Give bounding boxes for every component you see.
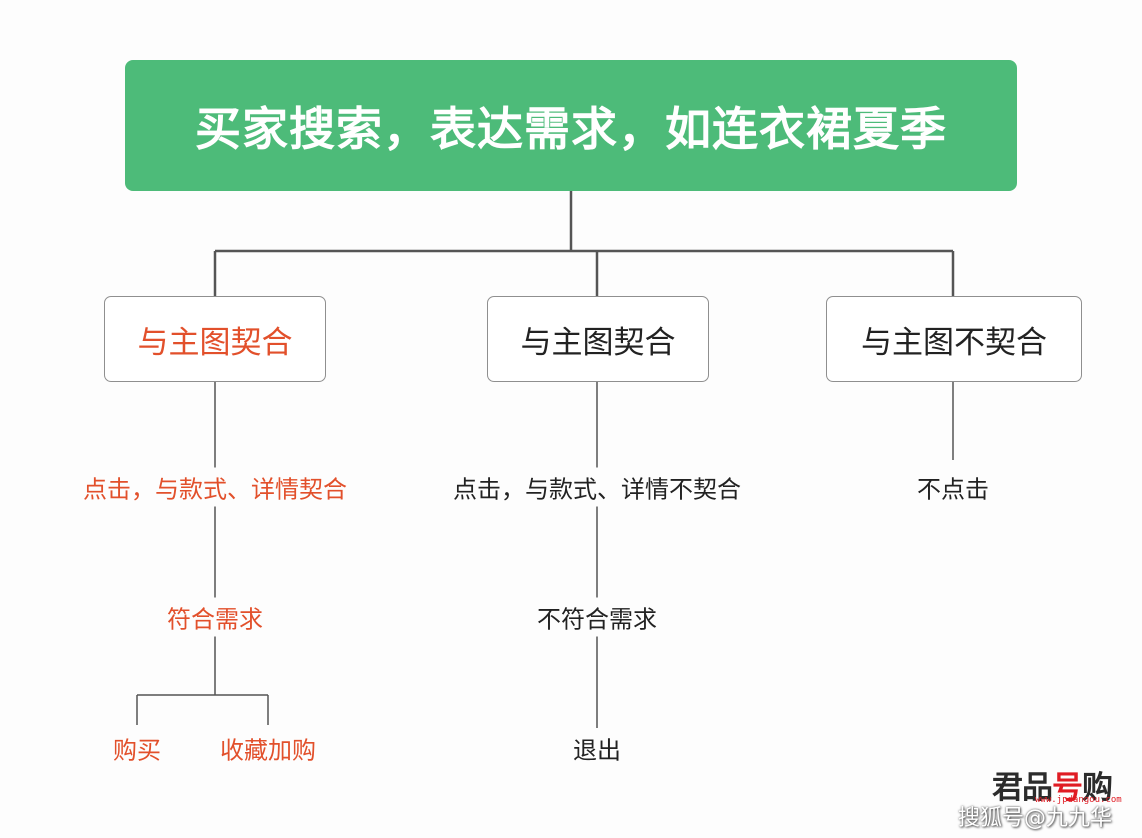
- outcome-buy: 购买: [107, 728, 167, 768]
- branch-1-node: 与主图契合: [104, 296, 326, 382]
- branch-1-step-need: 符合需求: [161, 597, 269, 637]
- watermark: 搜狐号@九九华: [958, 806, 1113, 831]
- logo-text-c: 购: [1082, 770, 1113, 806]
- logo-url: www.jpdangou.com: [1035, 795, 1122, 805]
- branch-2-step-need: 不符合需求: [531, 597, 663, 637]
- branch-2-node: 与主图契合: [487, 296, 709, 382]
- branch-2-step-exit: 退出: [567, 728, 627, 768]
- logo-text-a: 君品: [992, 770, 1053, 806]
- branch-1-step-click: 点击，与款式、详情契合: [77, 467, 353, 507]
- root-node: 买家搜索，表达需求，如连衣裙夏季: [125, 60, 1017, 191]
- logo-text-b: 号: [1052, 770, 1083, 806]
- root-title: 买家搜索，表达需求，如连衣裙夏季: [195, 101, 947, 156]
- branch-3-step-noclick: 不点击: [911, 467, 995, 507]
- outcome-favorite: 收藏加购: [214, 728, 322, 768]
- branch-3-node: 与主图不契合: [826, 296, 1082, 382]
- branch-2-step-click: 点击，与款式、详情不契合: [447, 467, 747, 507]
- brand-logo: 君品号购: [992, 762, 1113, 807]
